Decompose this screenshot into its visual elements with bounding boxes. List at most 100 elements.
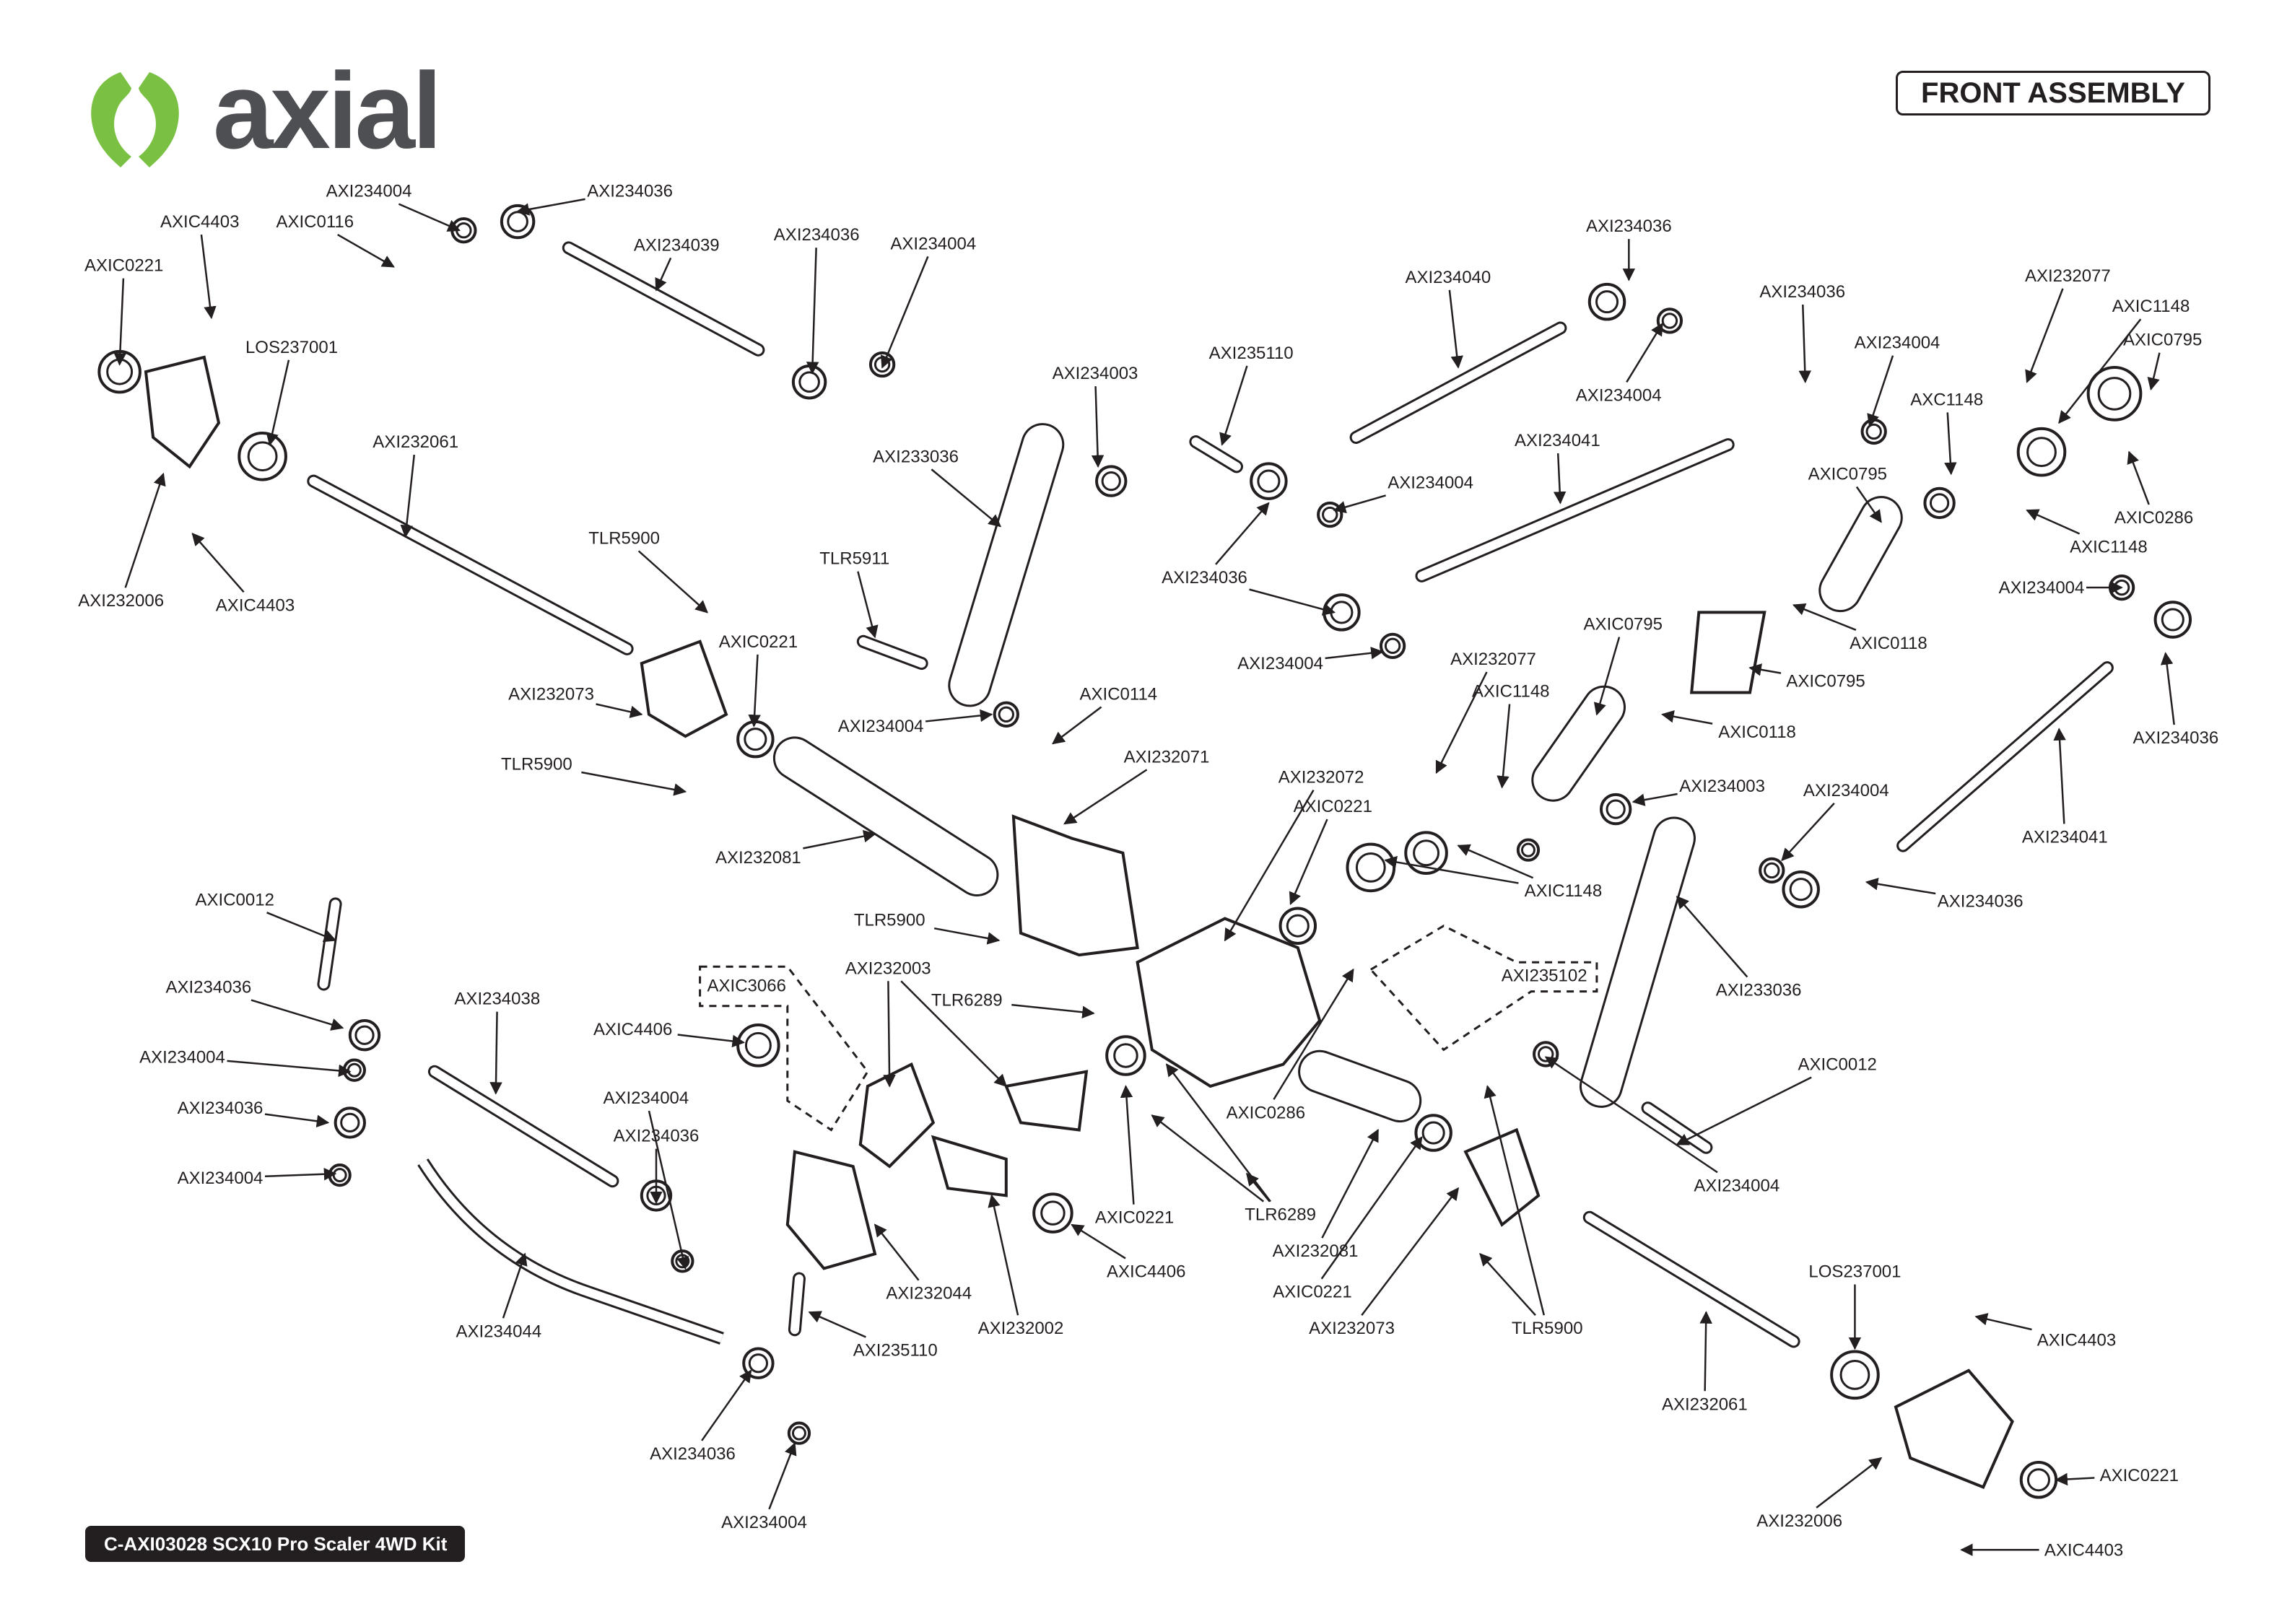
leader-arrow [1497, 704, 1511, 789]
bearing [1782, 870, 1820, 909]
bearing [1860, 418, 1887, 445]
part-number-label: AXI232081 [1273, 1241, 1359, 1261]
leader-arrow [1865, 878, 1936, 895]
leader-arrow [1011, 1003, 1095, 1018]
part-number-label: AXIC0118 [1850, 634, 1927, 653]
bearing [787, 1421, 811, 1445]
bearing [868, 351, 896, 378]
part-number-label: AXI232072 [1278, 768, 1364, 787]
bearing [1105, 1035, 1146, 1076]
part-number-label: AXI232077 [2025, 266, 2111, 286]
part-number-label: AXI233036 [873, 447, 959, 466]
part-number-label: AXIC0221 [1273, 1283, 1351, 1302]
leader-arrow [1384, 855, 1519, 884]
part-number-label: AXIC0286 [2114, 508, 2193, 528]
leader-arrow [1974, 1313, 2032, 1331]
leader-arrow [677, 1034, 745, 1048]
leader-arrow [748, 654, 761, 728]
part-number-label: AXI234004 [721, 1513, 807, 1532]
bearing [2016, 427, 2067, 477]
part-number-label: AXI234004 [1694, 1176, 1779, 1195]
part-number-label: AXC1148 [1910, 390, 1983, 409]
leader-arrow [1325, 647, 1384, 660]
leader-arrow [1593, 637, 1621, 716]
bearing [1323, 593, 1361, 632]
part-number-label: AXI234036 [587, 182, 673, 201]
part-number-label: AXI232077 [1450, 650, 1536, 669]
pinion-gear [1004, 1070, 1089, 1132]
leader-arrow [1091, 386, 1105, 468]
part-number-label: AXI232073 [1309, 1319, 1395, 1338]
bearing [1317, 501, 1343, 528]
part-number-label: AXI234041 [2022, 827, 2108, 847]
part-number-label: AXIC0012 [1798, 1055, 1876, 1075]
bearing [993, 701, 1019, 728]
bearing [791, 364, 827, 400]
leader-arrow [2055, 1472, 2095, 1486]
leader-arrow [808, 1311, 866, 1338]
leader-arrow [931, 468, 1002, 528]
part-number-label: AXI232006 [1756, 1511, 1842, 1531]
part-number-label: AXIC0114 [1080, 685, 1158, 704]
part-number-label: AXI232061 [1662, 1394, 1748, 1414]
leader-arrow [701, 1369, 752, 1441]
leader-arrow [655, 257, 672, 292]
leader-arrow [2026, 509, 2081, 535]
part-number-label: AXI232081 [715, 848, 801, 868]
leader-arrow [1320, 1136, 1423, 1280]
part-number-label: AXI234036 [165, 978, 251, 997]
leader-arrow [1748, 663, 1782, 676]
part-number-label: AXI234004 [1576, 385, 1662, 405]
part-number-label: AXI234039 [634, 235, 720, 255]
bearing [334, 1106, 366, 1139]
kit-group-outline [699, 965, 869, 1132]
part-number-label: AXI232073 [508, 685, 594, 704]
steering-link [417, 1158, 724, 1345]
part-number-label: AXI234004 [178, 1169, 263, 1188]
part-number-label: AXI234004 [1388, 473, 1473, 493]
part-number-label: AXI234036 [614, 1127, 700, 1146]
leader-arrow [113, 278, 127, 366]
part-number-label: AXI234036 [2133, 728, 2218, 748]
leader-arrow [874, 1223, 920, 1281]
part-number-label: AXI234004 [1803, 781, 1889, 800]
leader-arrow [2127, 450, 2150, 505]
bearing [500, 204, 536, 240]
leader-arrow [1289, 818, 1328, 906]
leader-arrow [337, 233, 395, 268]
page-title: FRONT ASSEMBLY [1896, 71, 2210, 115]
part-number-label: AXI234004 [838, 717, 924, 736]
leader-arrow [881, 256, 929, 369]
part-number-label: AXI234036 [774, 225, 860, 245]
part-number-label: AXIC0795 [1584, 615, 1663, 634]
leader-arrow [1944, 412, 1957, 476]
leader-arrow [1063, 769, 1148, 825]
part-number-label: AXIC0118 [1718, 722, 1796, 742]
part-number-label: AXIC4403 [160, 212, 239, 232]
part-number-label: TLR6289 [1245, 1205, 1316, 1225]
part-number-label: AXIC1148 [2112, 297, 2190, 316]
part-number-label: AXI234041 [1515, 431, 1600, 450]
part-number-label: AXIC1148 [2070, 538, 2148, 557]
part-number-label: AXIC0795 [1808, 465, 1887, 484]
leader-arrow [933, 927, 1001, 945]
bearing [1379, 632, 1406, 660]
leader-arrow [1699, 1311, 1712, 1392]
part-number-label: AXIC4403 [2037, 1330, 2116, 1350]
bearing [1278, 907, 1317, 945]
leader-arrow [1457, 844, 1534, 879]
part-number-label: AXI235102 [1502, 966, 1587, 985]
leader-arrow [1249, 588, 1336, 616]
part-number-label: AXIC1148 [1472, 681, 1550, 701]
bearing [1095, 465, 1128, 497]
kit-name-badge: C-AXI03028 SCX10 Pro Scaler 4WD Kit [85, 1526, 465, 1562]
leader-arrow [596, 703, 643, 718]
leader-arrow [1661, 710, 1713, 725]
bearing [1923, 486, 1956, 520]
leader-arrow [2160, 652, 2175, 725]
leader-arrow [400, 454, 416, 538]
leader-arrow [1321, 1128, 1380, 1239]
steering-knuckle [144, 355, 221, 469]
part-number-label: TLR5900 [501, 754, 572, 774]
part-number-label: AXI232003 [845, 959, 931, 978]
